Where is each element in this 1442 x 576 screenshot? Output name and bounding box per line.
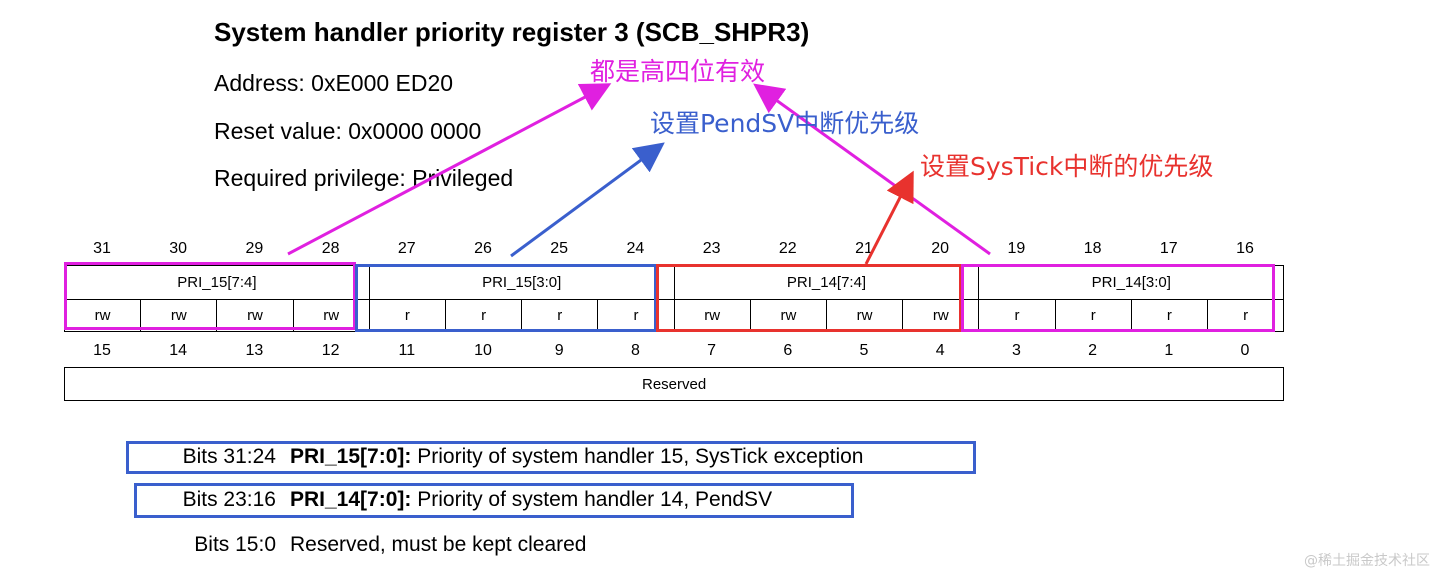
bit-number: 30	[169, 240, 188, 257]
bit-number: 22	[778, 240, 797, 257]
watermark: @稀土掘金技术社区	[1304, 553, 1430, 569]
register-address: Address: 0xE000 ED20	[214, 70, 454, 96]
bit-number: 11	[398, 342, 416, 359]
reset-value: Reset value: 0x0000 0000	[214, 118, 482, 144]
bits-range: Bits 15:0	[194, 533, 276, 556]
arrow-top4-left	[287, 83, 612, 256]
bit-number: 25	[550, 240, 569, 257]
bit-number: 29	[245, 240, 264, 257]
bit-number: 20	[931, 240, 950, 257]
bit-number: 24	[626, 240, 645, 257]
bit-number: 13	[245, 342, 264, 359]
bits-field-name: PRI_15[7:0]:	[290, 445, 412, 468]
bit-number: 1	[1164, 342, 1174, 359]
bits-range: Bits 23:16	[182, 488, 276, 511]
bits-row: Bits 15:0 Reserved, must be kept cleared	[136, 533, 586, 557]
required-privilege: Required privilege: Privileged	[214, 165, 514, 191]
bit-number: 26	[474, 240, 492, 257]
bit-number: 8	[630, 342, 640, 359]
bit-number: 27	[397, 240, 416, 257]
bit-number: 18	[1083, 240, 1102, 257]
bits-row: Bits 23:16 PRI_14[7:0]: Priority of syste…	[136, 488, 772, 512]
bit-number: 5	[859, 342, 869, 359]
bits-description: Priority of system handler 14, PendSV	[417, 488, 773, 511]
bits-description: Priority of system handler 15, SysTick e…	[417, 445, 864, 468]
bit-number: 4	[935, 342, 945, 359]
bit-number: 14	[169, 342, 188, 359]
annotation-systick: 设置SysTick中断的优先级	[920, 152, 1214, 181]
bit-number: 12	[321, 342, 340, 359]
bit-number: 19	[1007, 240, 1026, 257]
bit-number: 31	[93, 240, 111, 257]
bit-number: 28	[321, 240, 340, 257]
bit-number: 6	[783, 342, 793, 359]
bit-number: 7	[707, 342, 717, 359]
reserved-cell: Reserved	[64, 367, 1285, 401]
arrow-systick	[864, 170, 914, 265]
annotation-top4: 都是高四位有效	[590, 57, 766, 86]
bit-number: 2	[1088, 342, 1098, 359]
bit-number: 21	[855, 240, 873, 257]
bits-description: Reserved, must be kept cleared	[290, 533, 587, 556]
annotation-pendsv: 设置PendSV中断优先级	[650, 109, 920, 138]
bit-number: 0	[1240, 342, 1250, 359]
bits-field-name: PRI_14[7:0]:	[290, 488, 412, 511]
bit-number: 15	[93, 342, 111, 359]
bit-number: 3	[1011, 342, 1021, 359]
bit-number: 10	[474, 342, 492, 359]
bit-number: 23	[702, 240, 721, 257]
register-title: System handler priority register 3 (SCB_…	[214, 17, 810, 47]
bit-number: 17	[1159, 240, 1178, 257]
arrow-top4-right	[753, 83, 991, 256]
bit-number: 9	[554, 342, 564, 359]
bit-number: 16	[1236, 240, 1254, 257]
bits-range: Bits 31:24	[182, 445, 276, 468]
arrow-pendsv	[510, 142, 665, 258]
bits-row: Bits 31:24 PRI_15[7:0]: Priority of syste…	[136, 445, 864, 469]
